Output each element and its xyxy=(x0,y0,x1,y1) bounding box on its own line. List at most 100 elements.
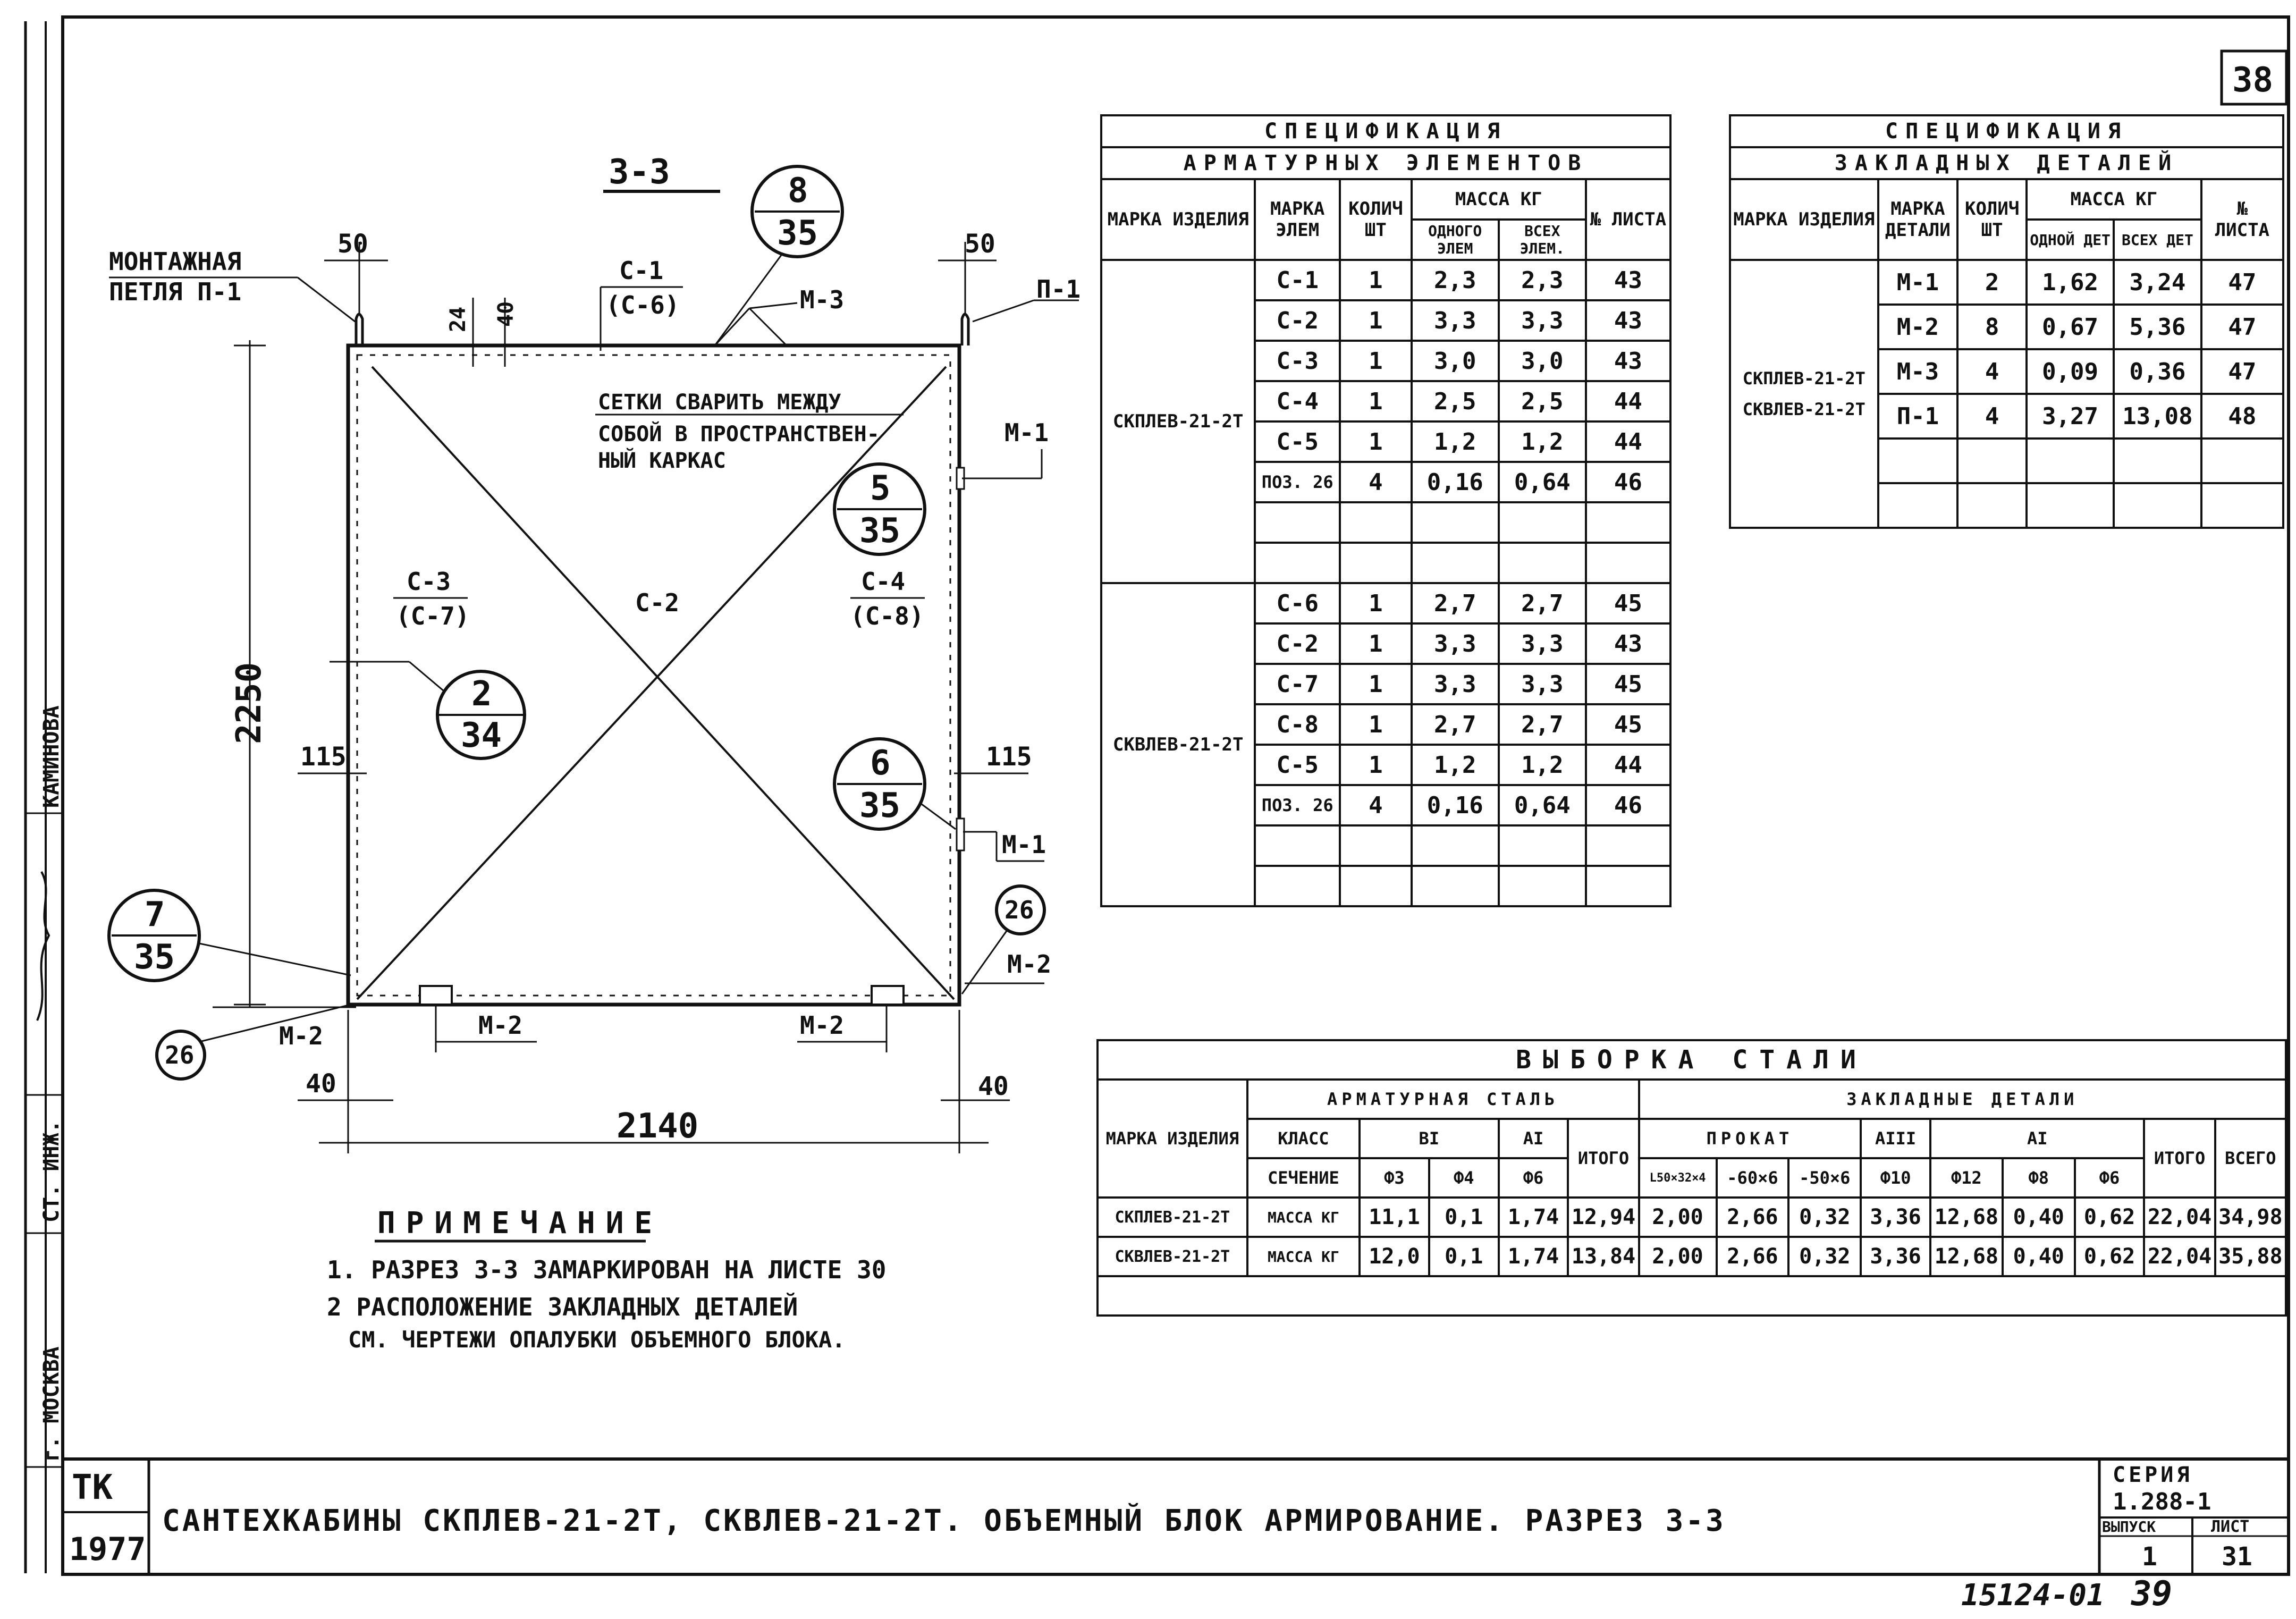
table-cell: ПОЗ. 26 xyxy=(1254,784,1341,827)
table-cell: 11,1 xyxy=(1358,1196,1430,1238)
table-cell: 0,16 xyxy=(1410,461,1500,503)
table-cell: 0,64 xyxy=(1497,784,1587,827)
table-cell: 12,68 xyxy=(1929,1196,2004,1238)
table-cell xyxy=(1410,824,1500,867)
table-cell: 1 xyxy=(1339,744,1413,786)
steel-section-header: Ф10 xyxy=(1860,1157,1931,1199)
table-cell xyxy=(1254,501,1341,544)
steel-unit: МАССА КГ xyxy=(1246,1196,1361,1238)
table-cell: 1,74 xyxy=(1497,1196,1569,1238)
table-cell: 1 xyxy=(1339,582,1413,625)
svg-text:35: 35 xyxy=(859,786,900,825)
table-cell: 3,3 xyxy=(1497,299,1587,342)
table-cell xyxy=(1339,501,1413,544)
callout-26-left: 26 xyxy=(155,1030,206,1081)
table-cell xyxy=(1254,542,1341,584)
steel-product: СКВЛЕВ-21-2Т xyxy=(1096,1236,1248,1277)
steel-section-header: Ф4 xyxy=(1428,1157,1500,1199)
label-c8: (С-8) xyxy=(850,602,924,630)
table-cell: С-2 xyxy=(1254,622,1341,665)
svg-text:35: 35 xyxy=(777,214,818,253)
table-cell: 13,84 xyxy=(1567,1236,1640,1277)
label-m3: М-3 xyxy=(800,285,844,314)
label-c6: (С-6) xyxy=(606,291,679,319)
table-cell xyxy=(1877,437,1959,484)
svg-text:5: 5 xyxy=(870,469,891,508)
table-cell: 0,32 xyxy=(1787,1236,1862,1277)
notes-line-3: СМ. ЧЕРТЕЖИ ОПАЛУБКИ ОБЪЕМНОГО БЛОКА. xyxy=(348,1327,846,1353)
table-cell: 43 xyxy=(1584,340,1672,382)
table-cell: 4 xyxy=(1956,393,2028,440)
table-row-empty xyxy=(1096,1275,2287,1317)
table-cell: 0,1 xyxy=(1428,1236,1500,1277)
spec-rebar-table: СПЕЦИФИКАЦИЯ АРМАТУРНЫХ ЭЛЕМЕНТОВ МАРКА … xyxy=(1100,114,1672,907)
svg-text:6: 6 xyxy=(870,744,891,783)
table-cell xyxy=(1497,824,1587,867)
table-cell: С-7 xyxy=(1254,663,1341,705)
table-cell: П-1 xyxy=(1877,393,1959,440)
table-cell: 2 xyxy=(1956,259,2028,306)
notes-line-2: 2 РАСПОЛОЖЕНИЕ ЗАКЛАДНЫХ ДЕТАЛЕЙ xyxy=(327,1293,798,1321)
label-c1: С-1 xyxy=(619,256,663,285)
notes-line-1: 1. РАЗРЕЗ 3-3 ЗАМАРКИРОВАН НА ЛИСТЕ 30 xyxy=(327,1255,886,1284)
label-m2-right: М-2 xyxy=(1007,950,1051,979)
table-cell xyxy=(1497,865,1587,907)
table-cell: 3,3 xyxy=(1497,663,1587,705)
table-cell xyxy=(1877,482,1959,529)
table-cell: 13,08 xyxy=(2113,393,2202,440)
svg-text:34: 34 xyxy=(461,716,502,755)
table-cell: 1,2 xyxy=(1497,744,1587,786)
label-m2-mid-left: М-2 xyxy=(478,1011,522,1040)
spec-rebar-product: СКВЛЕВ-21-2Т xyxy=(1100,582,1256,907)
table-cell: 22,04 xyxy=(2143,1236,2216,1277)
table-cell xyxy=(1254,824,1341,867)
table-cell: 2,5 xyxy=(1497,380,1587,423)
table-cell: 2,3 xyxy=(1410,259,1500,301)
table-cell xyxy=(1956,482,2028,529)
label-c4: С-4 xyxy=(861,567,905,596)
table-cell xyxy=(1584,824,1672,867)
table-cell: 3,27 xyxy=(2025,393,2115,440)
sheet-frame xyxy=(61,15,2290,1576)
tb-sheet-label: ЛИСТ xyxy=(2211,1517,2249,1536)
table-cell: 47 xyxy=(2200,348,2285,395)
note-weld-3: НЫЙ КАРКАС xyxy=(598,448,726,473)
callout-2-34: 2 34 xyxy=(436,670,526,760)
table-cell: 2,66 xyxy=(1715,1236,1790,1277)
table-cell: 2,3 xyxy=(1497,259,1587,301)
label-c2: С-2 xyxy=(635,588,679,617)
spec-embedded-title-2: ЗАКЛАДНЫХ ДЕТАЛЕЙ xyxy=(1729,146,2284,180)
table-cell: 3,36 xyxy=(1860,1236,1931,1277)
table-cell: 3,24 xyxy=(2113,259,2202,306)
table-cell xyxy=(2113,437,2202,484)
table-cell: 48 xyxy=(2200,393,2285,440)
table-cell: 3,3 xyxy=(1410,622,1500,665)
table-cell: 45 xyxy=(1584,582,1672,625)
notes-title: ПРИМЕЧАНИЕ xyxy=(377,1206,663,1241)
table-cell xyxy=(1096,1275,2287,1317)
table-cell: 3,0 xyxy=(1410,340,1500,382)
table-cell: 4 xyxy=(1339,461,1413,503)
table-cell: 4 xyxy=(1339,784,1413,827)
table-cell: 44 xyxy=(1584,420,1672,463)
table-cell: 0,40 xyxy=(2001,1196,2076,1238)
table-cell xyxy=(2200,437,2285,484)
steel-product: СКПЛЕВ-21-2Т xyxy=(1096,1196,1248,1238)
table-cell xyxy=(2025,482,2115,529)
table-cell: 1 xyxy=(1339,380,1413,423)
steel-section-header: -60×6 xyxy=(1715,1157,1790,1199)
table-cell: 2,00 xyxy=(1637,1236,1718,1277)
table-cell: С-5 xyxy=(1254,420,1341,463)
spec-embedded-table: СПЕЦИФИКАЦИЯ ЗАКЛАДНЫХ ДЕТАЛЕЙ МАРКА ИЗД… xyxy=(1729,114,2285,529)
label-m2-left: М-2 xyxy=(279,1022,323,1050)
table-cell: 2,00 xyxy=(1637,1196,1718,1238)
product-name: СКВЛЕВ-21-2Т xyxy=(1742,399,1865,419)
